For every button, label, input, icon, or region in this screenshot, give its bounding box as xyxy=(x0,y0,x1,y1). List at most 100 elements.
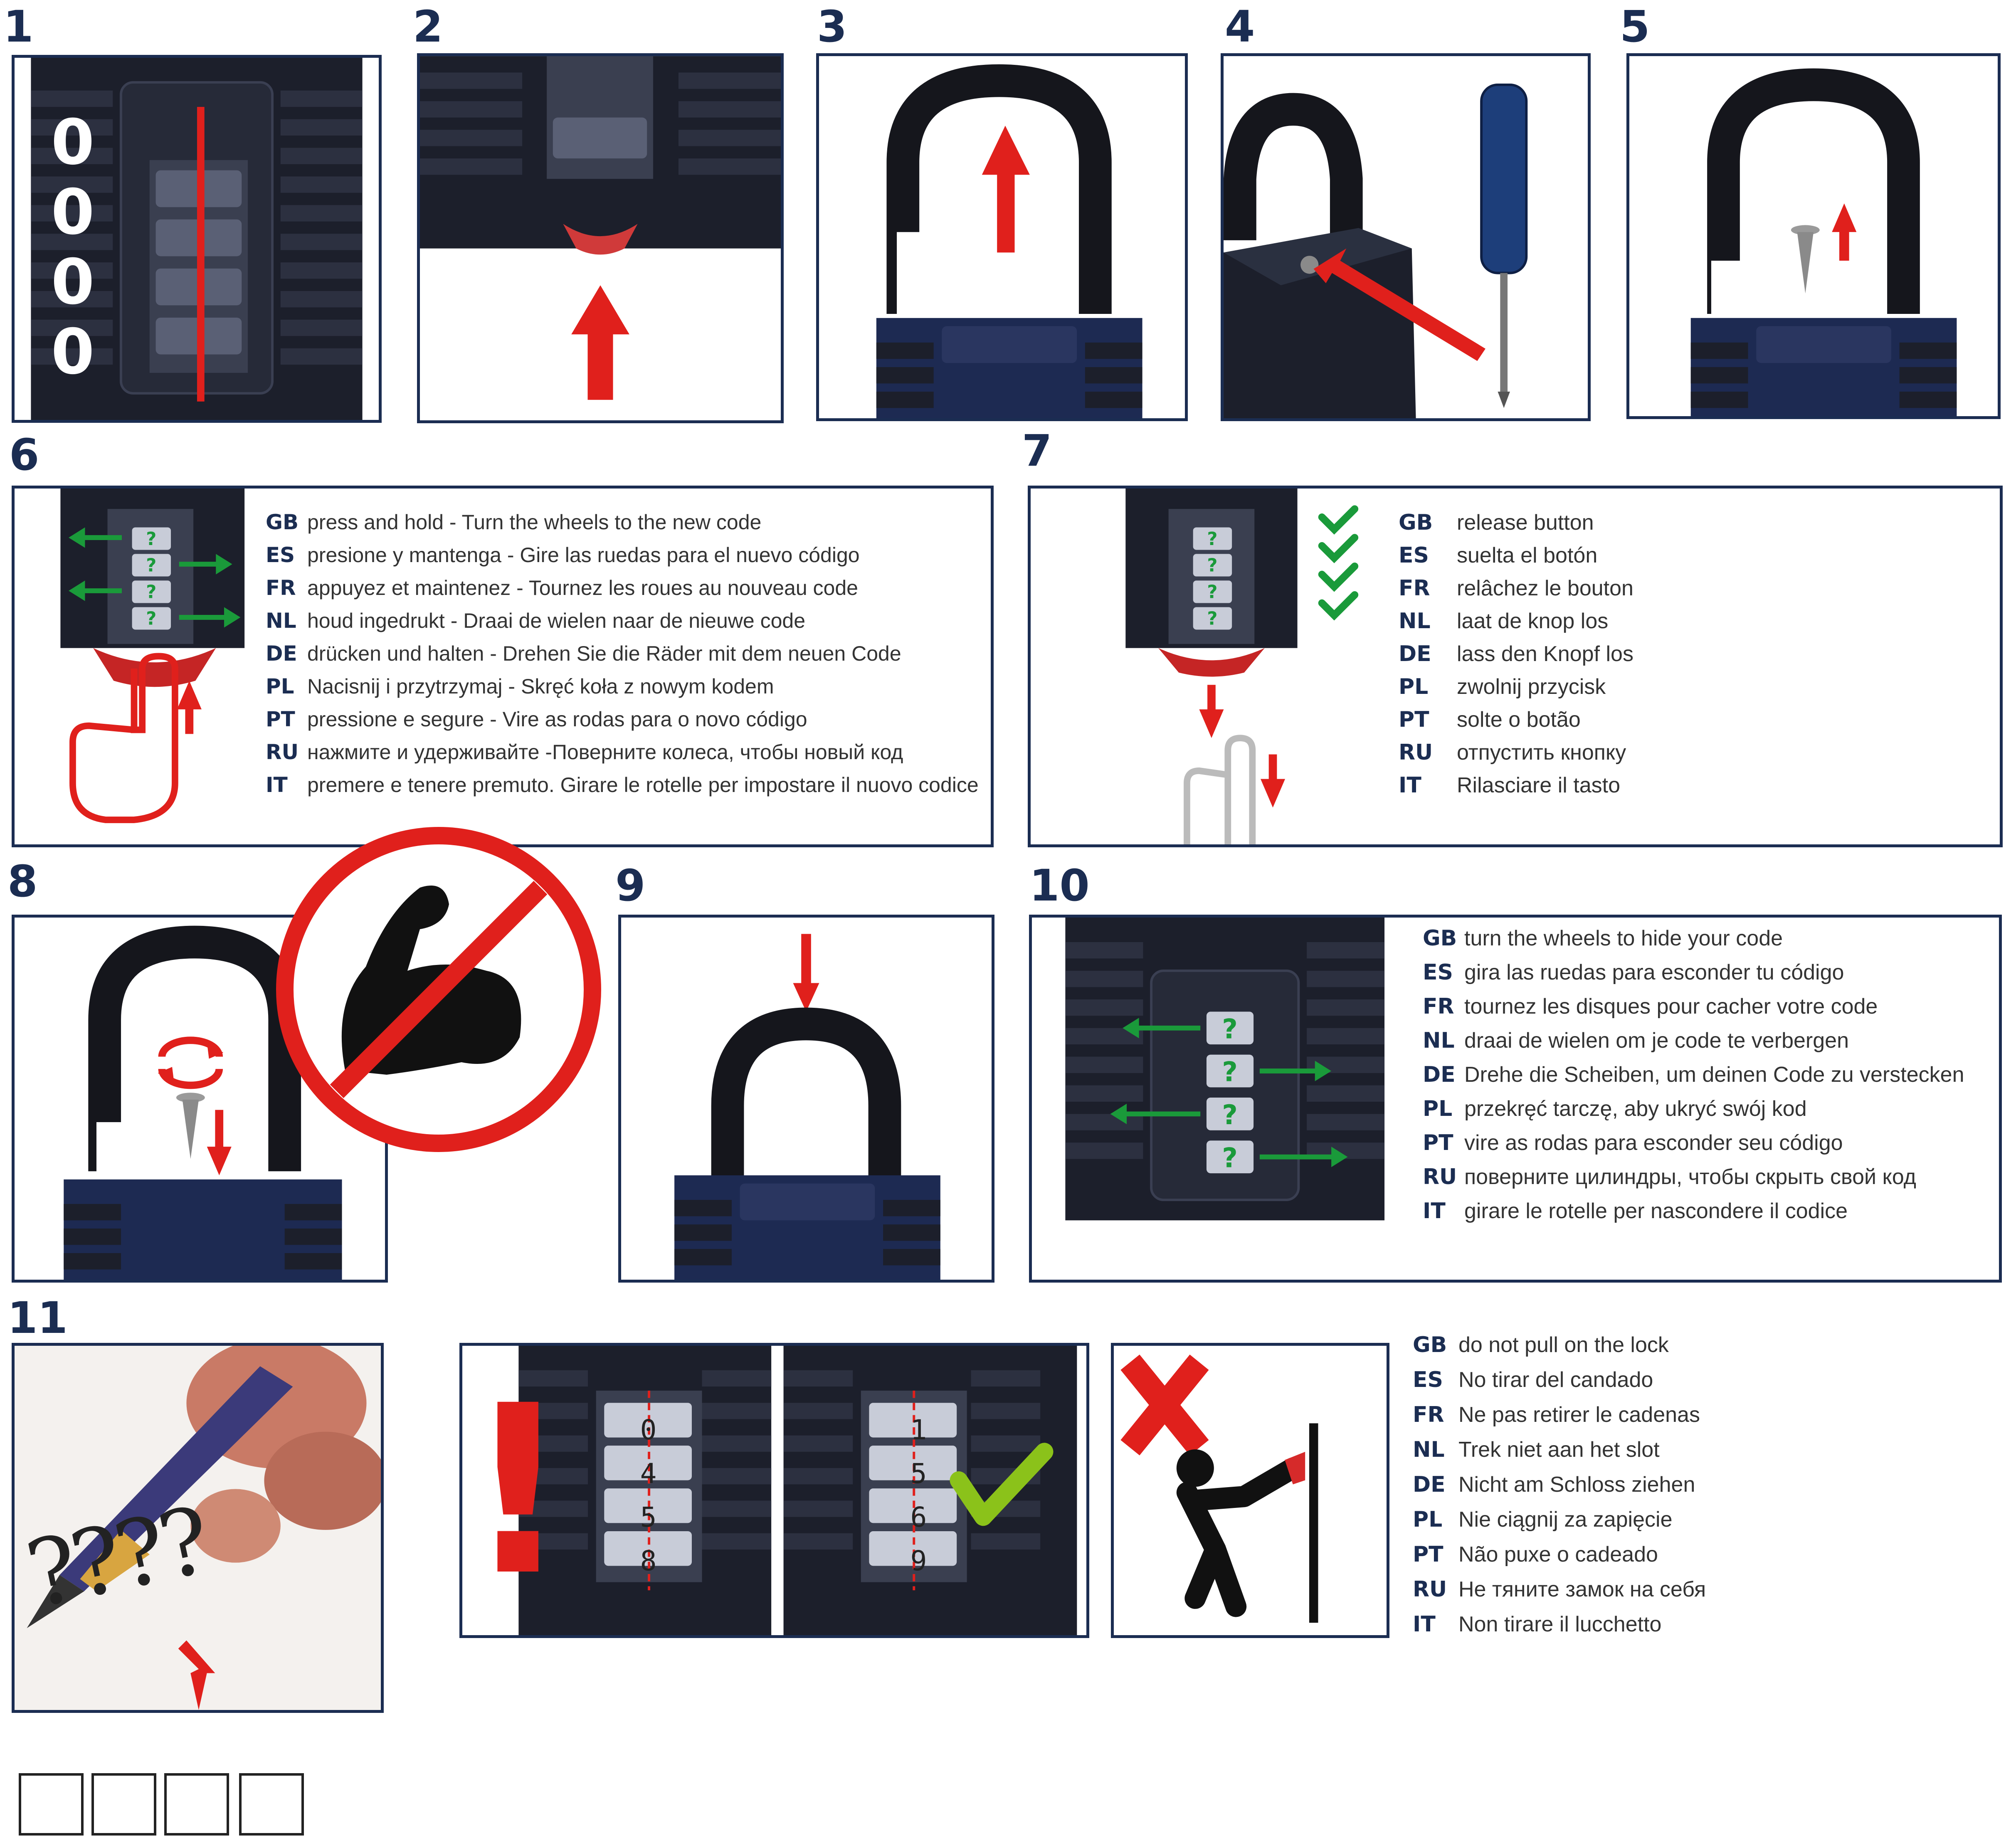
step-number-6: 6 xyxy=(9,429,39,480)
panel-step-2 xyxy=(417,53,784,423)
instruction-row-ru: RU поверните цилиндры, чтобы скрыть свой … xyxy=(1423,1165,1916,1189)
language-code: RU xyxy=(1413,1577,1447,1602)
instruction-row-nl: NL Trek niet aan het slot xyxy=(1413,1437,1660,1462)
language-code: PT xyxy=(1423,1130,1453,1155)
language-code: FR xyxy=(1413,1402,1444,1427)
step-number-2: 2 xyxy=(413,1,443,52)
language-code: PT xyxy=(1399,707,1429,732)
panel-dial-alignment: ! 0 4 5 8 1 5 6 9 xyxy=(459,1343,1089,1638)
language-code: IT xyxy=(266,773,288,797)
instruction-text: pressione e segure - Vire as rodas para … xyxy=(307,708,807,731)
digit-0-1: 0 xyxy=(51,106,95,179)
step-number-9: 9 xyxy=(615,860,646,911)
language-code: ES xyxy=(1399,543,1429,568)
lock-dial-front-illustration xyxy=(31,58,363,420)
language-code: DE xyxy=(1413,1472,1446,1497)
language-code: FR xyxy=(1423,994,1454,1019)
instruction-text: Trek niet aan het slot xyxy=(1458,1438,1660,1462)
panel-step-9 xyxy=(618,915,994,1283)
instruction-text: поверните цилиндры, чтобы скрыть свой ко… xyxy=(1464,1165,1916,1189)
language-code: DE xyxy=(1423,1062,1456,1087)
language-code: PT xyxy=(266,707,295,731)
lock-closed-illustration xyxy=(674,934,940,1280)
instruction-row-ru: RU Не тяните замок на себя xyxy=(1413,1577,1706,1602)
instruction-text: turn the wheels to hide your code xyxy=(1464,926,1783,950)
pen-writing-code-illustration xyxy=(15,1346,381,1710)
svg-text:?: ? xyxy=(146,555,156,576)
language-code: GB xyxy=(266,510,299,534)
language-code: NL xyxy=(1423,1028,1455,1053)
instruction-text: lass den Knopf los xyxy=(1457,642,1633,666)
instruction-text: tournez les disques pour cacher votre co… xyxy=(1464,994,1878,1019)
svg-text:?: ? xyxy=(1222,1142,1238,1174)
code-digits-column: 0 0 0 0 xyxy=(39,108,106,387)
language-code: IT xyxy=(1399,773,1421,798)
instruction-text: Ne pas retirer le cadenas xyxy=(1458,1403,1700,1427)
language-code: RU xyxy=(266,740,299,764)
instruction-text: No tirar del candado xyxy=(1458,1368,1653,1392)
step-number-5: 5 xyxy=(1620,1,1650,52)
wrong-digit-2: 4 xyxy=(640,1458,657,1490)
instruction-text: relâchez le bouton xyxy=(1457,576,1633,600)
svg-text:?: ? xyxy=(146,609,156,629)
language-code: NL xyxy=(1413,1437,1445,1462)
svg-text:?: ? xyxy=(146,582,156,603)
release-button-illustration: ???? xyxy=(1125,489,1359,844)
instruction-text: solte o botão xyxy=(1457,708,1581,732)
hide-code-illustration: ???? xyxy=(1065,918,1385,1221)
language-code: PL xyxy=(1399,674,1429,699)
language-code: IT xyxy=(1423,1199,1446,1224)
panel-step-3 xyxy=(816,53,1188,421)
step-number-10: 10 xyxy=(1029,860,1090,911)
language-code: FR xyxy=(1399,576,1430,601)
instruction-text: zwolnij przycisk xyxy=(1457,675,1606,699)
code-entry-box-4[interactable] xyxy=(239,1773,304,1836)
instruction-text: przekręć tarczę, aby ukryć swój kod xyxy=(1464,1097,1807,1121)
language-code: NL xyxy=(266,609,296,633)
svg-text:?: ? xyxy=(1207,529,1217,550)
code-entry-box-3[interactable] xyxy=(164,1773,229,1836)
instruction-text: Rilasciare il tasto xyxy=(1457,773,1621,797)
instruction-text: отпустить кнопку xyxy=(1457,740,1626,765)
instruction-row-pt: PT solte o botão xyxy=(1399,707,1581,732)
code-entry-box-1[interactable] xyxy=(19,1773,84,1836)
instruction-text: presione y mantenga - Gire las ruedas pa… xyxy=(307,543,860,567)
language-code: GB xyxy=(1399,510,1433,535)
step-number-1: 1 xyxy=(3,1,34,52)
instruction-text: Не тяните замок на себя xyxy=(1458,1577,1706,1601)
language-code: RU xyxy=(1423,1165,1457,1189)
lock-shackle-screw-illustration xyxy=(1690,68,1957,416)
digit-0-3: 0 xyxy=(51,246,95,318)
wrong-digit-1: 0 xyxy=(640,1414,657,1446)
no-force-sign-icon xyxy=(276,827,601,1152)
step-number-4: 4 xyxy=(1225,1,1255,52)
instruction-text: premere e tenere premuto. Girare le rote… xyxy=(307,773,979,797)
code-entry-box-2[interactable] xyxy=(91,1773,156,1836)
instruction-text: suelta el botón xyxy=(1457,543,1598,567)
instruction-row-fr: FR tournez les disques pour cacher votre … xyxy=(1423,994,1878,1019)
digit-0-2: 0 xyxy=(51,176,95,249)
instruction-text: appuyez et maintenez - Tournez les roues… xyxy=(307,576,858,600)
instruction-text: laat de knop los xyxy=(1457,609,1609,633)
language-code: DE xyxy=(266,641,297,666)
exclamation-mark: ! xyxy=(465,1356,571,1627)
instruction-text: press and hold - Turn the wheels to the … xyxy=(307,511,762,534)
instruction-row-pt: PT pressione e segure - Vire as rodas par… xyxy=(266,707,807,731)
instruction-text: vire as rodas para esconder seu código xyxy=(1464,1131,1843,1155)
